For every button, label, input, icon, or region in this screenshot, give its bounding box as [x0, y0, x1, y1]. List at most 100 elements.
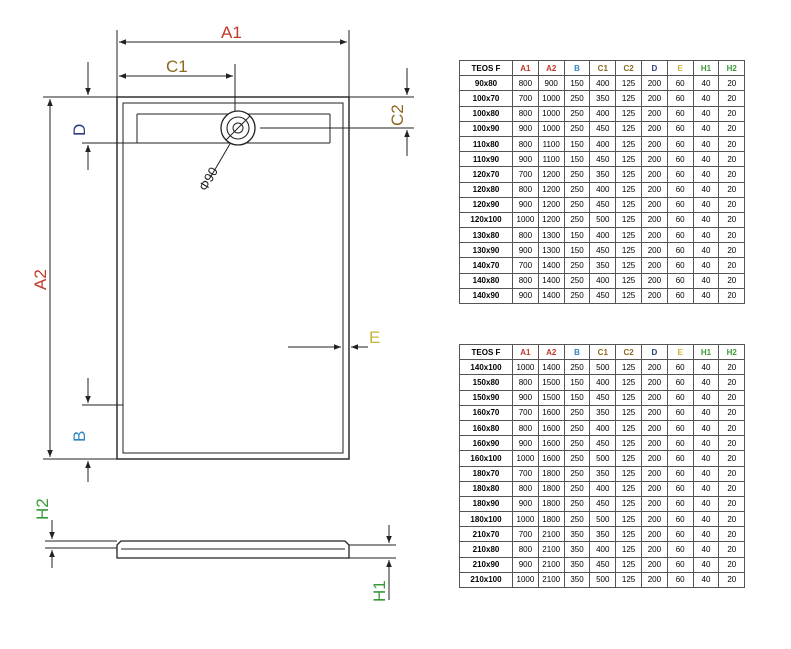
- label-b: B: [70, 431, 89, 442]
- table-cell: 250: [563, 404, 591, 421]
- table-cell: 450: [589, 556, 617, 573]
- table-cell: 900: [537, 75, 565, 92]
- table-cell: 250: [563, 211, 591, 229]
- table-cell: 40: [692, 419, 720, 437]
- table-cell: 20: [718, 389, 746, 406]
- table-header-cell: E: [666, 59, 694, 77]
- table-header-cell: H2: [718, 343, 746, 361]
- model-size-cell: 180x80: [459, 480, 513, 497]
- table-cell: 450: [589, 196, 617, 213]
- model-size-cell: 120x90: [459, 196, 513, 213]
- table-cell: 1400: [537, 272, 565, 289]
- label-d: D: [70, 124, 89, 136]
- table-cell: 200: [640, 419, 668, 437]
- table-cell: 1000: [512, 511, 539, 528]
- table-header-cell: C2: [615, 59, 642, 77]
- table-cell: 800: [512, 181, 539, 198]
- table-cell: 20: [718, 511, 746, 528]
- table-cell: 200: [640, 272, 668, 289]
- model-size-cell: 150x80: [459, 374, 513, 391]
- table-cell: 200: [640, 90, 668, 107]
- table-cell: 900: [512, 287, 539, 305]
- table-cell: 125: [615, 151, 642, 168]
- table-cell: 20: [718, 450, 746, 467]
- table-cell: 125: [615, 257, 642, 274]
- table-cell: 1600: [537, 450, 565, 467]
- table-cell: 700: [512, 465, 539, 482]
- table-cell: 40: [692, 196, 720, 213]
- label-h2: H2: [33, 498, 52, 520]
- table-cell: 150: [563, 242, 591, 259]
- table-cell: 20: [718, 419, 746, 437]
- label-c2: C2: [388, 104, 407, 126]
- table-cell: 1000: [537, 105, 565, 122]
- table-cell: 400: [589, 135, 617, 153]
- table-cell: 60: [666, 211, 694, 229]
- table-cell: 900: [512, 242, 539, 259]
- table-cell: 60: [666, 135, 694, 153]
- table-cell: 200: [640, 151, 668, 168]
- table-cell: 20: [718, 75, 746, 92]
- table-cell: 60: [666, 374, 694, 391]
- table-cell: 250: [563, 287, 591, 305]
- table-cell: 20: [718, 541, 746, 558]
- table-cell: 250: [563, 435, 591, 452]
- table-cell: 1200: [537, 181, 565, 198]
- table-cell: 1000: [537, 120, 565, 137]
- table-cell: 60: [666, 556, 694, 573]
- model-size-cell: 130x90: [459, 242, 513, 259]
- table-cell: 20: [718, 435, 746, 452]
- table-cell: 900: [512, 389, 539, 406]
- table-cell: 400: [589, 480, 617, 497]
- table-cell: 1000: [512, 211, 539, 229]
- table-cell: 125: [615, 166, 642, 183]
- table-cell: 40: [692, 374, 720, 391]
- table-cell: 700: [512, 257, 539, 274]
- table-cell: 350: [563, 571, 591, 589]
- table-cell: 200: [640, 435, 668, 452]
- table-cell: 200: [640, 480, 668, 497]
- model-size-cell: 120x100: [459, 211, 513, 229]
- table-cell: 500: [589, 511, 617, 528]
- table-cell: 125: [615, 120, 642, 137]
- table-cell: 2100: [537, 541, 565, 558]
- table-cell: 125: [615, 571, 642, 589]
- table-cell: 250: [563, 359, 591, 376]
- table-cell: 350: [563, 541, 591, 558]
- table-cell: 450: [589, 435, 617, 452]
- table-cell: 200: [640, 211, 668, 229]
- table-cell: 40: [692, 181, 720, 198]
- table-cell: 125: [615, 227, 642, 244]
- model-size-cell: 100x70: [459, 90, 513, 107]
- table-cell: 400: [589, 105, 617, 122]
- table-cell: 60: [666, 495, 694, 513]
- model-size-cell: 110x90: [459, 151, 513, 168]
- table-cell: 1400: [537, 257, 565, 274]
- table-cell: 125: [615, 526, 642, 543]
- table-cell: 20: [718, 135, 746, 153]
- table-cell: 1600: [537, 435, 565, 452]
- table-cell: 60: [666, 389, 694, 406]
- table-header-cell: C1: [589, 59, 617, 77]
- model-size-cell: 120x80: [459, 181, 513, 198]
- model-size-cell: 180x70: [459, 465, 513, 482]
- table-cell: 350: [589, 166, 617, 183]
- table-cell: 20: [718, 272, 746, 289]
- table-cell: 125: [615, 211, 642, 229]
- table-cell: 200: [640, 571, 668, 589]
- table-cell: 125: [615, 389, 642, 406]
- table-cell: 60: [666, 90, 694, 107]
- table-cell: 450: [589, 287, 617, 305]
- table-cell: 60: [666, 242, 694, 259]
- table-cell: 800: [512, 75, 539, 92]
- table-cell: 125: [615, 374, 642, 391]
